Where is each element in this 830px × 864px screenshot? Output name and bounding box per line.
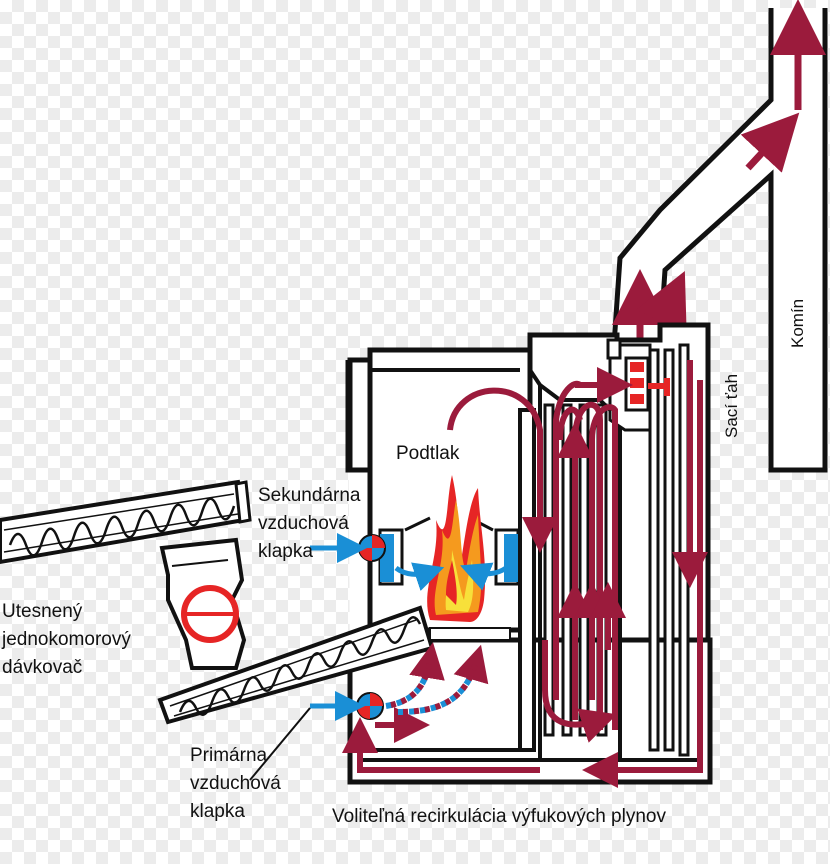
spiral-auger-icon <box>8 497 236 557</box>
flue-gas-path <box>342 360 708 788</box>
label-utesneny-1: Utesnený <box>2 601 83 622</box>
leader-lines <box>249 707 311 781</box>
label-podtlak: Podtlak <box>396 443 460 464</box>
upper-auger <box>0 479 252 565</box>
sealed-doser <box>159 537 247 670</box>
chimney-flow-arrows <box>612 0 826 345</box>
secondary-air-flap <box>310 533 508 591</box>
label-primarna-2: vzduchová <box>190 773 281 794</box>
label-recirkulacia: Voliteľná recirkulácia výfukových plynov <box>332 806 666 827</box>
label-komin: Komín <box>788 298 807 348</box>
label-primarna-3: klapka <box>190 801 245 822</box>
combustion-chamber <box>360 350 700 762</box>
label-sekundarna-3: klapka <box>258 541 313 562</box>
label-sekundarna-1: Sekundárna <box>258 485 361 506</box>
label-primarna-1: Primárna <box>190 745 268 766</box>
spiral-auger-icon <box>178 616 422 716</box>
primary-air-flap <box>310 642 489 721</box>
label-sekundarna-2: vzduchová <box>258 513 349 534</box>
label-utesneny-2: jednokomorový <box>2 629 131 650</box>
label-saci-tah: Sací ťah <box>722 373 741 438</box>
label-utesneny-3: dávkovač <box>2 657 83 678</box>
